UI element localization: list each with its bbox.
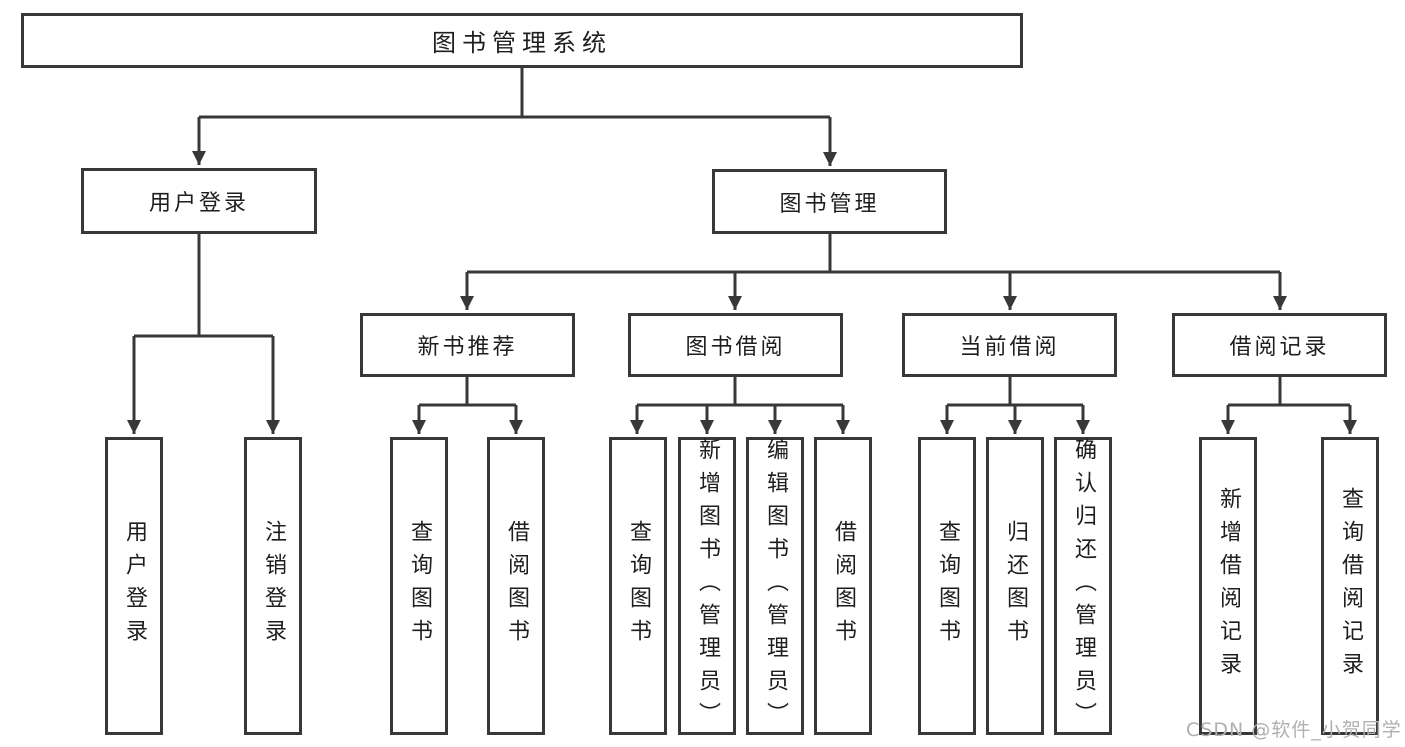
- leaf-bb-query-books-label: 查询图书: [626, 520, 651, 652]
- leaf-bb-borrow-books-label: 借阅图书: [831, 520, 856, 652]
- leaf-br-query-record: 查询借阅记录: [1321, 437, 1379, 735]
- leaf-cb-query-books-label: 查询图书: [935, 520, 960, 652]
- leaf-user-login: 用户登录: [105, 437, 163, 735]
- leaf-bb-add-book-admin-label: 新增图书（管理员）: [695, 437, 720, 735]
- leaf-cb-return-books: 归还图书: [986, 437, 1044, 735]
- leaf-user-login-label: 用户登录: [122, 520, 147, 652]
- leaf-cb-confirm-return-admin-label: 确认归还（管理员）: [1071, 437, 1096, 735]
- leaf-cb-query-books: 查询图书: [918, 437, 976, 735]
- node-current-borrow: 当前借阅: [902, 313, 1117, 377]
- leaf-bb-edit-book-admin: 编辑图书（管理员）: [746, 437, 804, 735]
- leaf-nbr-query-books-label: 查询图书: [407, 520, 432, 652]
- node-user-login-label: 用户登录: [148, 191, 249, 216]
- csdn-watermark: CSDN @软件_小贺同学: [1186, 719, 1402, 741]
- node-root-label: 图书管理系统: [432, 29, 612, 57]
- node-book-management-label: 图书管理: [779, 191, 880, 217]
- leaf-cb-return-books-label: 归还图书: [1003, 520, 1028, 652]
- node-new-book-recommend: 新书推荐: [360, 313, 575, 377]
- node-book-borrow: 图书借阅: [628, 313, 843, 377]
- leaf-br-add-record-label: 新增借阅记录: [1216, 487, 1241, 685]
- node-borrow-records: 借阅记录: [1172, 313, 1387, 377]
- node-book-borrow-label: 图书借阅: [685, 335, 786, 360]
- leaf-nbr-query-books: 查询图书: [390, 437, 448, 735]
- leaf-br-add-record: 新增借阅记录: [1199, 437, 1257, 735]
- leaf-nbr-borrow-books-label: 借阅图书: [504, 520, 529, 652]
- node-root: 图书管理系统: [21, 13, 1023, 68]
- node-borrow-records-label: 借阅记录: [1229, 335, 1330, 360]
- leaf-cb-confirm-return-admin: 确认归还（管理员）: [1054, 437, 1112, 735]
- node-user-login: 用户登录: [81, 168, 317, 234]
- leaf-bb-edit-book-admin-label: 编辑图书（管理员）: [763, 437, 788, 735]
- leaf-nbr-borrow-books: 借阅图书: [487, 437, 545, 735]
- leaf-bb-add-book-admin: 新增图书（管理员）: [678, 437, 736, 735]
- node-book-management: 图书管理: [712, 169, 947, 234]
- leaf-bb-borrow-books: 借阅图书: [814, 437, 872, 735]
- leaf-logout: 注销登录: [244, 437, 302, 735]
- leaf-br-query-record-label: 查询借阅记录: [1338, 487, 1363, 685]
- leaf-bb-query-books: 查询图书: [609, 437, 667, 735]
- node-current-borrow-label: 当前借阅: [959, 335, 1060, 360]
- node-new-book-recommend-label: 新书推荐: [417, 335, 518, 360]
- leaf-logout-label: 注销登录: [261, 520, 286, 652]
